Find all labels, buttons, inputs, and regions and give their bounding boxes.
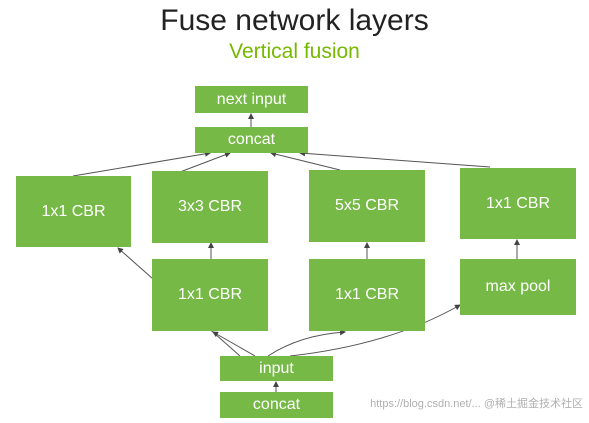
edge-input-to-maxpool [289, 304, 461, 357]
branch3-1x1-cbr-node: 1x1 CBR [309, 259, 425, 331]
branch2-3x3-cbr-node: 3x3 CBR [152, 171, 268, 243]
edge-b4-to-concat [299, 150, 491, 168]
input-node: input [220, 356, 333, 381]
branch3-5x5-cbr-node: 5x5 CBR [309, 170, 425, 242]
concat-bottom-node: concat [220, 392, 333, 418]
branch2-1x1-cbr-node: 1x1 CBR [152, 259, 268, 331]
diagram-subtitle: Vertical fusion [229, 40, 360, 63]
concat-top-node: concat [195, 127, 308, 153]
edge-b2-to-concat [179, 151, 231, 173]
watermark: https://blog.csdn.net/... @稀土掘金技术社区 [370, 398, 583, 410]
diagram-title: Fuse network layers [160, 4, 429, 37]
next-input-node: next input [195, 86, 308, 113]
edge-b1-to-concat [72, 150, 211, 177]
edge-b3-to-concat [270, 151, 341, 171]
max-pool-node: max pool [460, 259, 576, 315]
branch1-1x1-cbr-node: 1x1 CBR [16, 176, 131, 247]
edge-input-to-b3-1x1 [267, 329, 346, 357]
branch4-1x1-cbr-node: 1x1 CBR [460, 168, 576, 239]
edge-input-to-b2-1x1 [212, 331, 256, 357]
